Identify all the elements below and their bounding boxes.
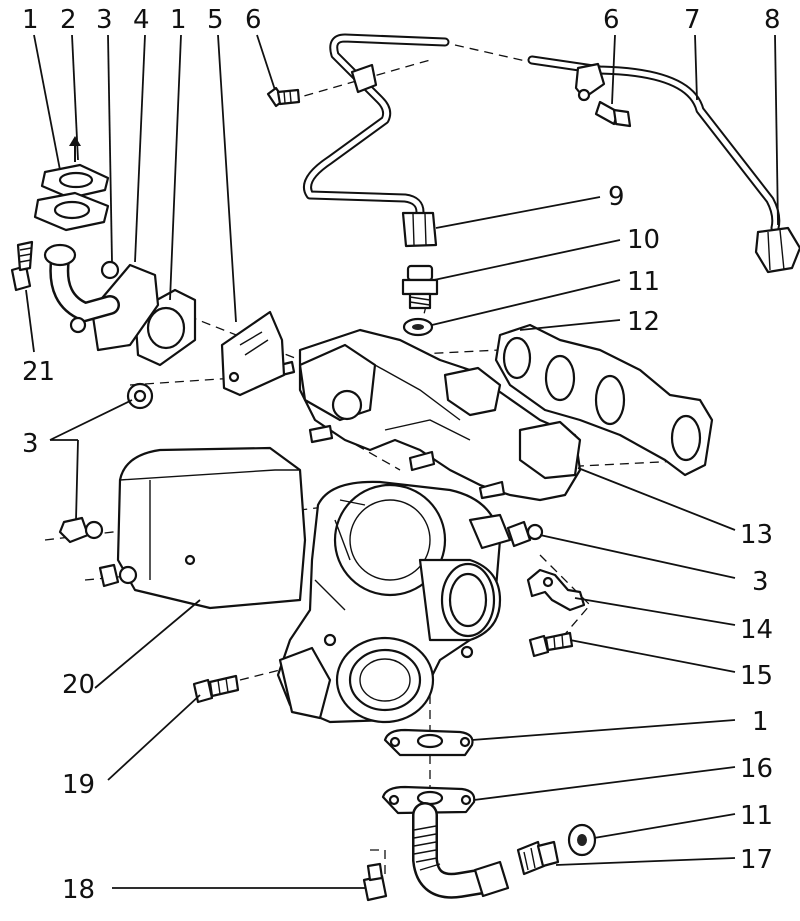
callout-6-right: 6 — [603, 5, 620, 35]
callout-1-lower: 1 — [752, 707, 769, 737]
callout-8: 8 — [764, 5, 781, 35]
callout-9: 9 — [608, 182, 625, 212]
callout-labels: 1 2 3 4 1 5 6 6 7 8 9 10 11 12 21 3 13 3… — [22, 5, 781, 905]
nut-washer-right — [506, 520, 544, 548]
flange-gasket-lower — [383, 728, 474, 757]
manifold-gasket — [494, 323, 714, 477]
callout-20: 20 — [62, 670, 95, 700]
oil-return-fitting — [516, 840, 560, 876]
callout-11-lower: 11 — [740, 801, 773, 831]
callout-14: 14 — [740, 615, 773, 645]
bolt-15 — [528, 631, 574, 658]
heat-shield-bracket — [220, 310, 286, 397]
callout-10: 10 — [627, 225, 660, 255]
pipe-union-nut — [401, 211, 438, 248]
bolt-18 — [362, 862, 388, 902]
egr-gaskets-top — [33, 136, 110, 232]
callout-13: 13 — [740, 520, 773, 550]
callout-15: 15 — [740, 661, 773, 691]
callout-1-top-a: 1 — [22, 5, 39, 35]
callout-7: 7 — [684, 5, 701, 35]
egr-pipe — [43, 243, 160, 352]
oil-feed-pipe — [303, 33, 781, 233]
heat-shield — [116, 446, 307, 610]
leader-lines — [25, 34, 779, 889]
bolt-21 — [10, 240, 34, 292]
callout-1-top-b: 1 — [170, 5, 187, 35]
callout-3-right: 3 — [752, 567, 769, 597]
exhaust-manifold — [266, 328, 582, 502]
callout-21: 21 — [22, 357, 55, 387]
clip-bracket — [526, 568, 586, 612]
bolt-upper-left — [266, 86, 301, 108]
sealing-washer-lower — [567, 823, 597, 857]
callout-17: 17 — [740, 845, 773, 875]
turbocharger — [276, 480, 512, 724]
nut-washer-set-left — [58, 382, 154, 588]
callout-12: 12 — [627, 307, 660, 337]
pipe-bracket-left — [350, 63, 378, 94]
union-nut — [754, 226, 800, 274]
callout-2: 2 — [60, 5, 77, 35]
callout-19: 19 — [62, 770, 95, 800]
oil-return-hose — [412, 802, 510, 899]
nut-egr — [100, 260, 120, 280]
callout-16: 16 — [740, 754, 773, 784]
callout-11-upper: 11 — [627, 267, 660, 297]
callout-3-top: 3 — [96, 5, 113, 35]
oil-return-flange — [381, 785, 476, 815]
sealing-washer-upper — [402, 317, 434, 337]
bolt-upper-right — [594, 100, 632, 128]
callout-4: 4 — [133, 5, 150, 35]
union-fitting — [401, 264, 439, 310]
callout-18: 18 — [62, 875, 95, 905]
callout-6-left: 6 — [245, 5, 262, 35]
callout-3-left: 3 — [22, 429, 39, 459]
callout-5: 5 — [207, 5, 224, 35]
bolt-19 — [192, 674, 240, 704]
